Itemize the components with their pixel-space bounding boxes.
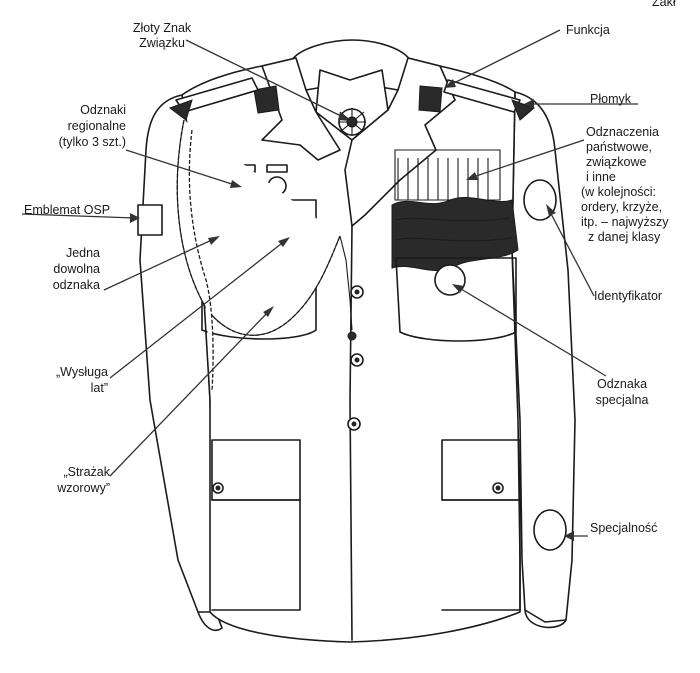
label-odznaczenia-line3: związkowe	[586, 155, 646, 169]
label-odznaczenia-line8: z danej klasy	[588, 230, 661, 244]
right-chest-pocket	[395, 257, 517, 342]
label-strazak-line1: „Strażak	[63, 465, 110, 479]
label-jedna-line2: dowolna	[53, 262, 100, 276]
label-zloty-znak-line1: Złoty Znak	[133, 21, 192, 35]
leader-lines	[21, 29, 638, 541]
zloty-znak-emblem	[338, 108, 366, 136]
label-odznaki-line2: regionalne	[68, 119, 126, 133]
right-collar-badge	[418, 85, 443, 113]
label-strazak-line2: wzorowy”	[56, 481, 110, 495]
label-odznaczenia-line7: itp. – najwyższy	[581, 215, 669, 229]
right-epaulette	[443, 79, 521, 113]
label-odznaczenia-line4: i inne	[586, 170, 616, 184]
label-odznaki-line3: (tylko 3 szt.)	[59, 135, 126, 149]
left-flame-badge	[168, 99, 193, 121]
label-plomyk: Płomyk	[590, 92, 632, 106]
jacket-drawing: e	[137, 39, 576, 643]
label-odznaka-specjalna-line2: specjalna	[596, 393, 649, 407]
label-identyfikator: Identyfikator	[594, 289, 662, 303]
label-emblemat: Emblemat OSP	[24, 203, 110, 217]
label-jedna-line1: Jedna	[66, 246, 100, 260]
label-odznaczenia-line5: (w kolejności:	[581, 185, 656, 199]
label-zloty-znak-line2: Związku	[139, 36, 185, 50]
label-jedna-line3: odznaka	[53, 278, 100, 292]
left-cuff	[197, 611, 223, 632]
label-odznaczenia-line1: Odznaczenia	[586, 125, 659, 139]
label-wysluga-line2: lat”	[91, 381, 108, 395]
label-odznaki-line1: Odznaki	[80, 103, 126, 117]
front-buttons	[347, 285, 364, 431]
left-collar-badge	[253, 85, 280, 114]
label-odznaka-specjalna-line1: Odznaka	[597, 377, 647, 391]
labels: Złoty Znak Związku Funkcja Płomyk Odznak…	[24, 21, 669, 535]
left-lower-pocket	[211, 499, 301, 611]
aiguillette	[176, 119, 357, 391]
emblemat-osp-patch	[137, 204, 163, 236]
label-wysluga-line1: „Wysługa	[56, 365, 108, 379]
right-cuff	[524, 609, 567, 629]
label-odznaczenia-line6: ordery, krzyże,	[581, 200, 662, 214]
left-lapel	[261, 57, 341, 161]
label-funkcja: Funkcja	[566, 23, 610, 37]
front-opening	[349, 225, 353, 641]
label-odznaczenia-line2: państwowe,	[586, 140, 652, 154]
label-specjalnosc: Specjalność	[590, 521, 657, 535]
plomyk-badge	[511, 99, 535, 121]
specjalnosc-patch	[533, 509, 567, 551]
medal-ribbons	[391, 149, 519, 272]
header-fragment: Zakł	[652, 0, 676, 9]
right-lower-pocket	[441, 499, 521, 611]
